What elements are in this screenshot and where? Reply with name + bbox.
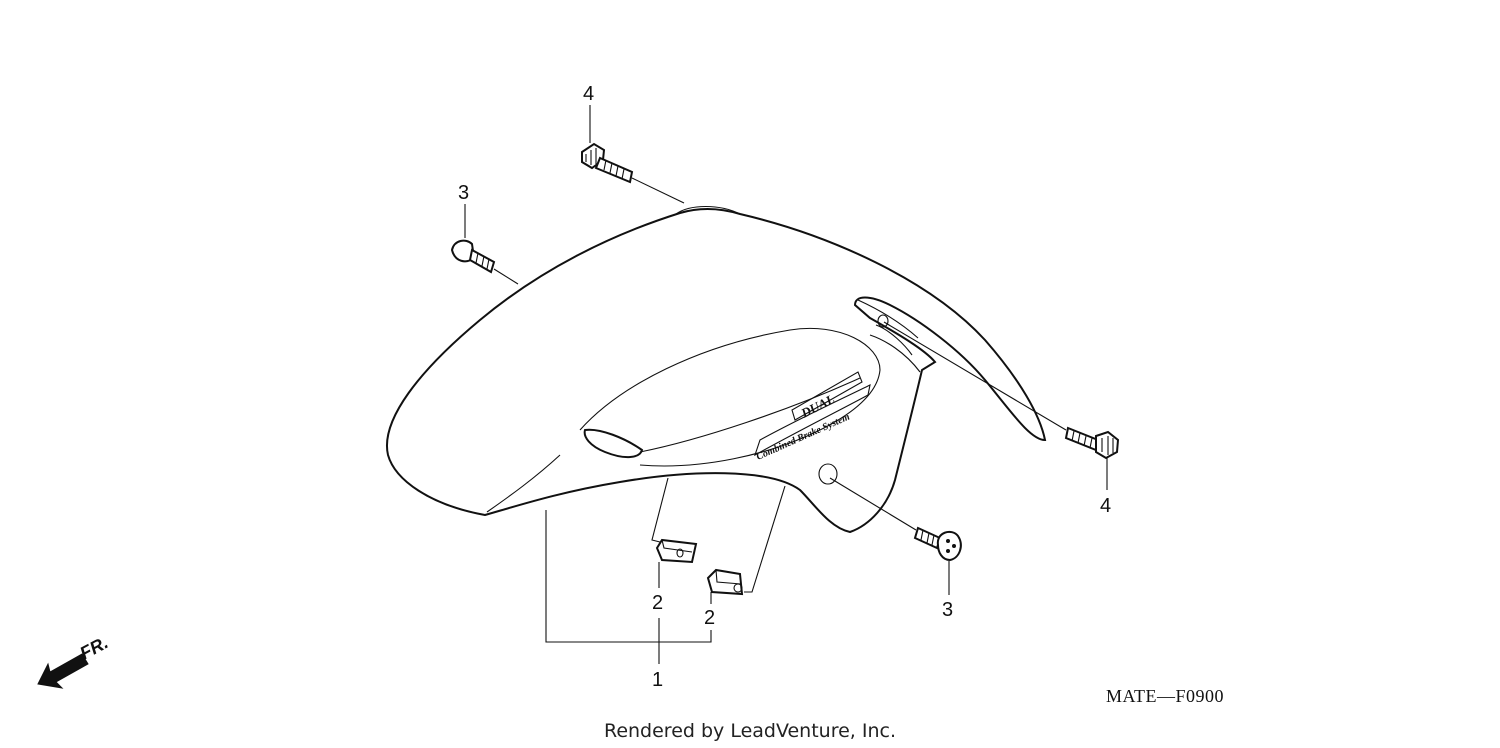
callout-clip-left[interactable]: 2 <box>652 592 663 614</box>
leader-bolt-top-fender <box>631 177 685 204</box>
bolt-right-part-4[interactable] <box>1064 426 1120 460</box>
diagram-code: MATE—F0900 <box>1106 686 1224 706</box>
leader-screw-right <box>829 477 917 531</box>
assembly-bracket <box>545 510 712 643</box>
clip-right-part-2[interactable] <box>706 568 744 596</box>
bolt-top-part-4[interactable] <box>581 142 634 184</box>
leader-bolt-right <box>883 321 1067 431</box>
leader-clip-left-fender <box>651 477 669 543</box>
screw-top-part-3[interactable] <box>450 239 496 274</box>
front-arrow-icon <box>37 653 89 689</box>
front-direction-marker: FR. <box>37 632 111 689</box>
leader-screw-top-fender <box>493 268 519 285</box>
leader-clip-right-fender <box>744 485 786 593</box>
front-fender[interactable] <box>386 206 1047 534</box>
callout-fender-assembly[interactable]: 1 <box>652 669 663 691</box>
clip-left-part-2[interactable] <box>655 538 698 564</box>
callout-screw-right[interactable]: 3 <box>942 599 953 621</box>
callout-bolt-top[interactable]: 4 <box>583 83 594 105</box>
callout-screw-top[interactable]: 3 <box>458 182 469 204</box>
callout-clip-right[interactable]: 2 <box>704 607 715 629</box>
callout-bolt-right[interactable]: 4 <box>1100 495 1111 517</box>
screw-right-part-3[interactable] <box>913 526 962 562</box>
render-credit: Rendered by LeadVenture, Inc. <box>604 720 896 742</box>
